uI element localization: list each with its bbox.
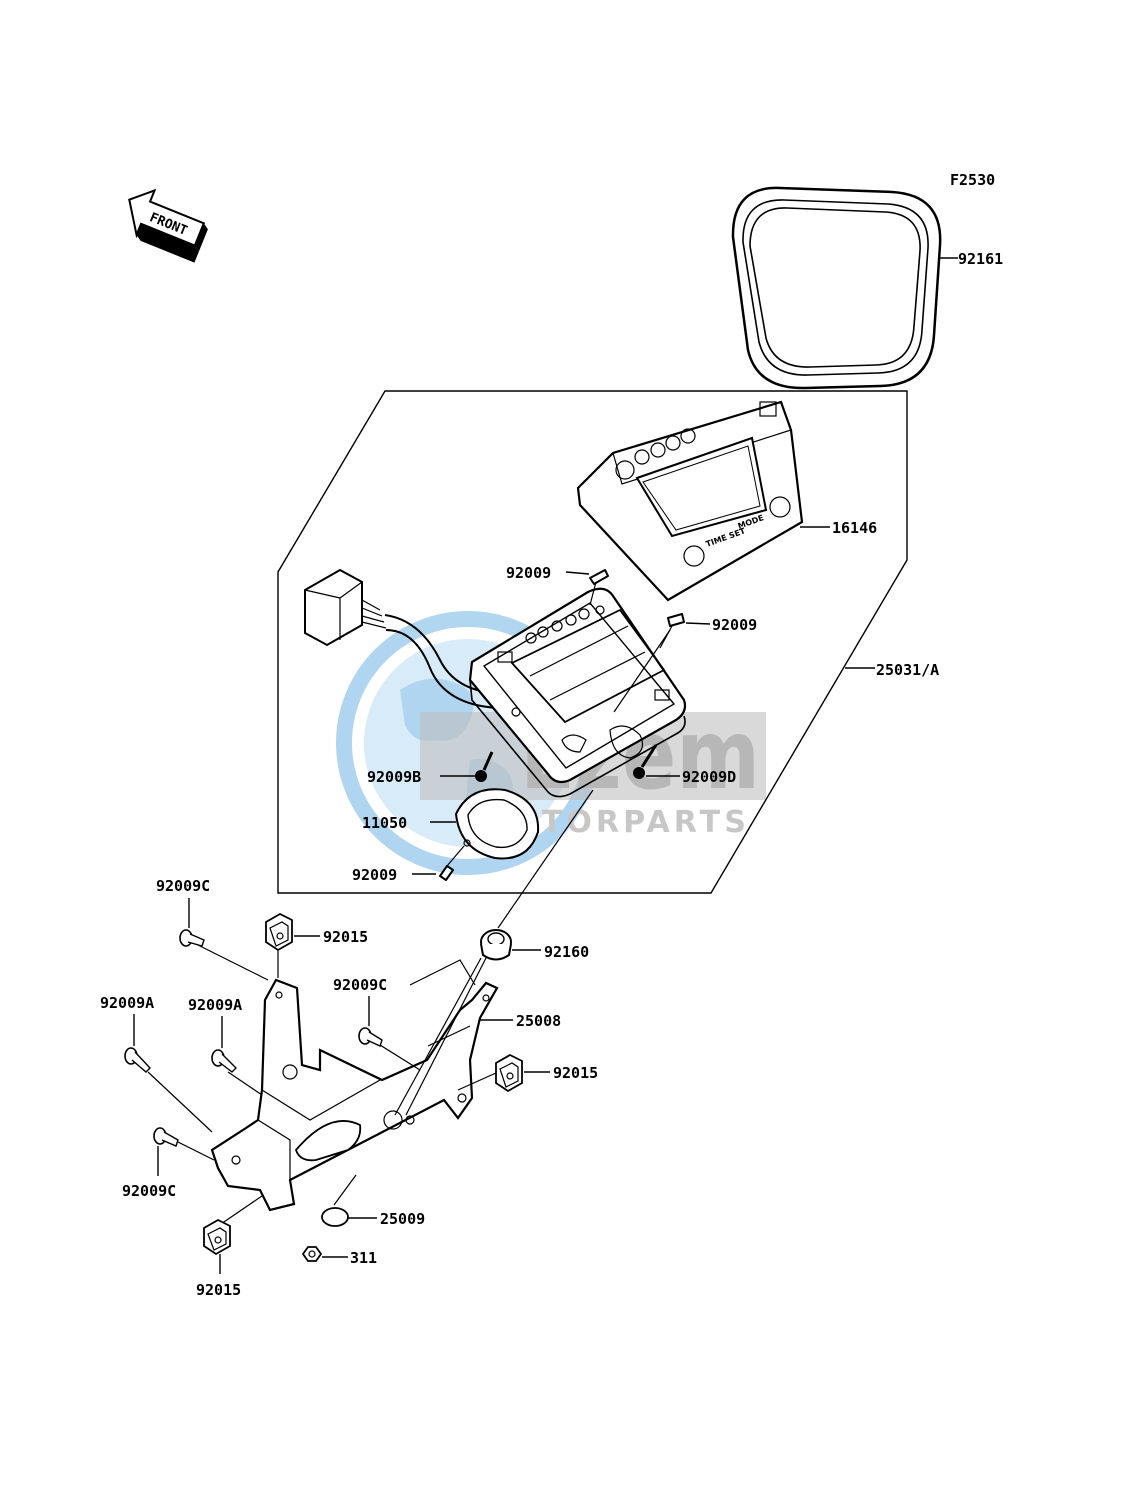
- grommet-part: [480, 929, 512, 961]
- bracket-part: [210, 978, 499, 1212]
- screw-92009a-1: [124, 1047, 151, 1073]
- label-92009c-3: 92009C: [122, 1182, 176, 1200]
- collar-part: [321, 1207, 349, 1227]
- label-92009-gasket: 92009: [352, 866, 397, 884]
- front-arrow-icon: FRONT: [128, 188, 208, 263]
- nut-part: [301, 1246, 323, 1262]
- meter-cover-part: TIME SET MODE: [576, 400, 804, 602]
- screw-92009d: [633, 744, 658, 779]
- screw-92009b: [475, 751, 494, 782]
- label-92009a-1: 92009A: [100, 994, 154, 1012]
- screw-92009c-2: [358, 1027, 383, 1047]
- label-92009c-1: 92009C: [156, 877, 210, 895]
- label-92009-top-1: 92009: [506, 564, 551, 582]
- label-92015-2: 92015: [553, 1064, 598, 1082]
- connector-part: [304, 568, 499, 709]
- label-92015-3: 92015: [196, 1281, 241, 1299]
- label-311: 311: [350, 1249, 377, 1267]
- meter-body-part: [468, 587, 687, 798]
- screw-92009c-1: [179, 929, 205, 947]
- bezel-part: [731, 186, 942, 390]
- label-25031-a: 25031/A: [876, 661, 939, 679]
- screw-92009-gasket: [439, 865, 454, 881]
- screw-92009-top-2: [659, 613, 685, 649]
- label-92161: 92161: [958, 250, 1003, 268]
- label-92009a-2: 92009A: [188, 996, 242, 1014]
- figure-code: F2530: [950, 171, 995, 189]
- screw-92009a-2: [211, 1049, 237, 1073]
- label-92160: 92160: [544, 943, 589, 961]
- screw-92009-top-1: [589, 569, 609, 606]
- label-92009d: 92009D: [682, 768, 736, 786]
- label-25008: 25008: [516, 1012, 561, 1030]
- nut-clip-92015-2: [495, 1053, 523, 1093]
- label-25009: 25009: [380, 1210, 425, 1228]
- label-92015-1: 92015: [323, 928, 368, 946]
- nut-clip-92015-1: [265, 912, 293, 952]
- nut-clip-92015-3: [203, 1218, 231, 1256]
- label-11050: 11050: [362, 814, 407, 832]
- meter-assembly-outline: [277, 390, 908, 894]
- screw-92009c-3: [153, 1127, 179, 1147]
- label-92009b: 92009B: [367, 768, 421, 786]
- gasket-part: [454, 788, 540, 860]
- label-92009c-2: 92009C: [333, 976, 387, 994]
- label-16146: 16146: [832, 519, 877, 537]
- label-92009-top-2: 92009: [712, 616, 757, 634]
